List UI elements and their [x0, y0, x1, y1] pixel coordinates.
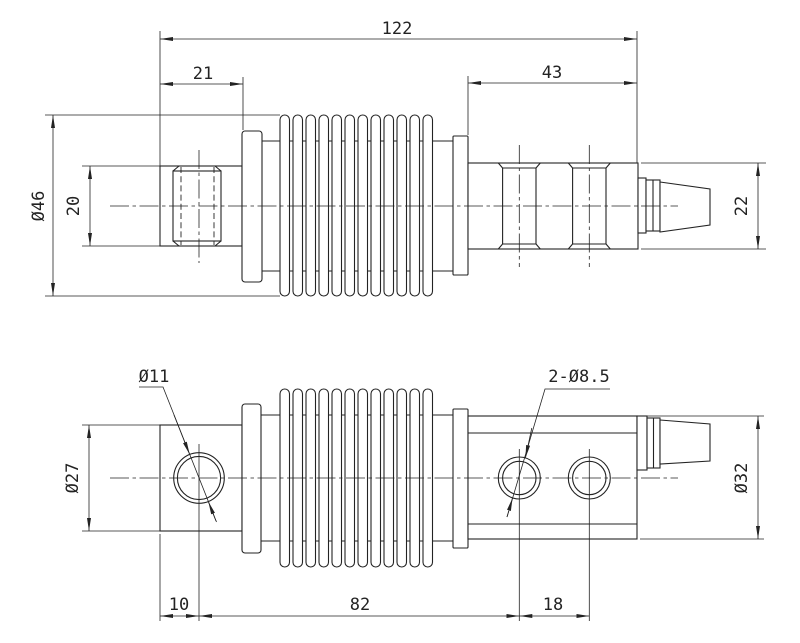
connector-cone-bottom [659, 419, 711, 465]
dim-left-shaft-height-label: 20 [64, 196, 84, 216]
cable-connector-bottom [636, 415, 711, 471]
connector-cone [659, 181, 711, 233]
top-view-dimensions: 122 21 43 Ø46 20 22 [29, 19, 766, 297]
right-block [467, 415, 638, 540]
dim-bellows-diameter-label: Ø46 [29, 191, 49, 222]
hole-11-label: Ø11 [139, 367, 170, 387]
left-flange [241, 130, 263, 283]
cable-connector [637, 177, 711, 234]
dim-hole-offset-label: 10 [169, 595, 189, 615]
right-flange-bottom [452, 408, 469, 549]
bottom-view-centerlines [110, 444, 678, 621]
top-view: 122 21 43 Ø46 20 22 [29, 19, 766, 297]
leader-hole-11: Ø11 [139, 367, 217, 523]
bottom-view-dimensions: Ø27 Ø32 10 82 18 Ø11 2-Ø8.5 [63, 367, 764, 621]
top-view-centerlines [110, 145, 678, 267]
holes-85-label: 2-Ø8.5 [548, 367, 609, 387]
dim-left-block-height-label: Ø27 [63, 463, 83, 494]
left-flange-bottom [241, 403, 262, 554]
dim-left-end-length-label: 21 [193, 64, 213, 84]
bottom-view: Ø27 Ø32 10 82 18 Ø11 2-Ø8.5 [63, 367, 764, 621]
dim-overall-length-label: 122 [382, 19, 413, 39]
leader-holes-85: 2-Ø8.5 [506, 367, 610, 518]
right-flange [452, 135, 469, 276]
dim-right-block-height-label: Ø32 [732, 463, 752, 494]
dim-right-body-height-label: 22 [732, 196, 752, 216]
bellows [279, 114, 434, 297]
dim-hole-span-label: 82 [350, 595, 370, 615]
dim-hole-pitch-label: 18 [543, 595, 563, 615]
dim-right-body-length-label: 43 [542, 63, 562, 83]
